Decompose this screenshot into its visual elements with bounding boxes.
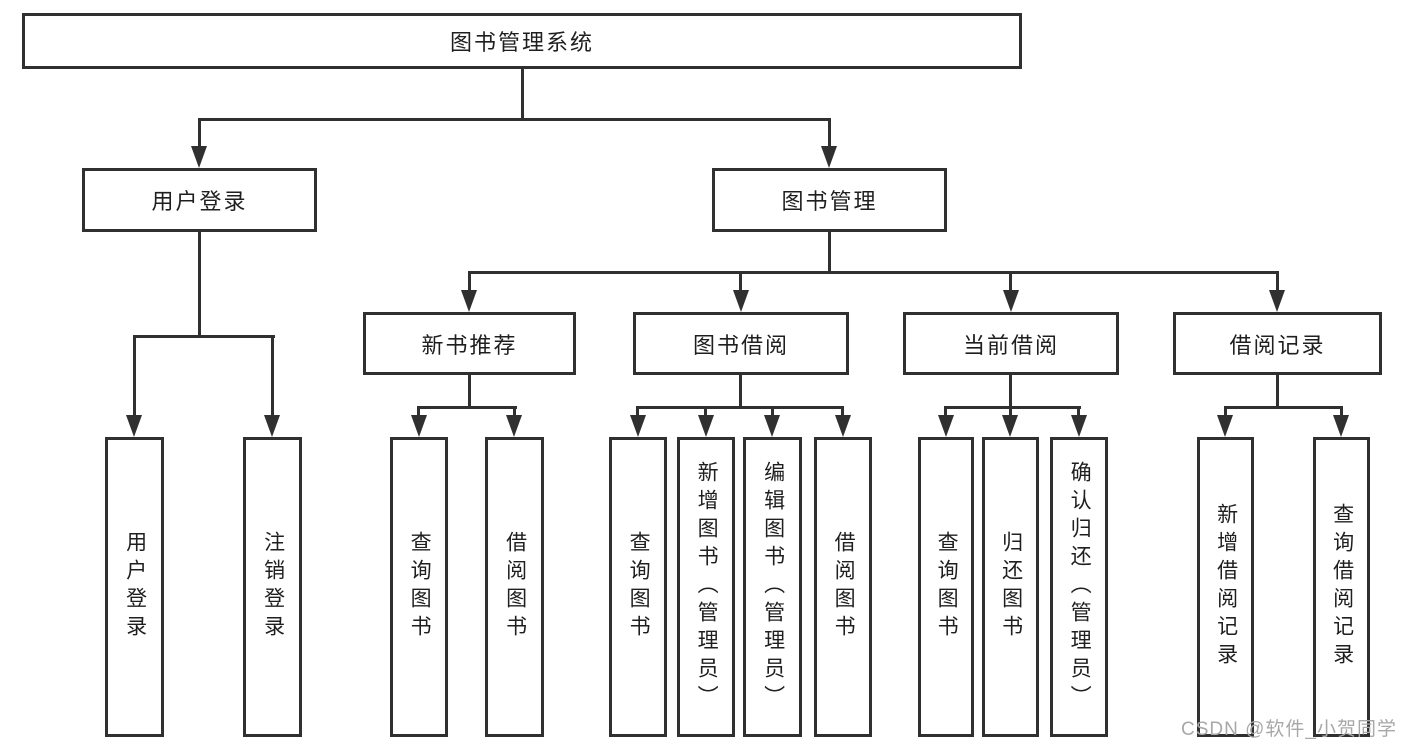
connector-sec0-horizontal: [417, 406, 517, 409]
connector-sec2-stem-2: [1009, 406, 1012, 420]
leaf-user-login: 用户登录: [105, 437, 164, 737]
connector-sec0-stem-1: [417, 406, 420, 420]
arrow-down-icon: [1269, 290, 1285, 312]
leaf-recommend-query-book-label: 查询图书: [408, 531, 432, 643]
connector-user-horizontal: [133, 335, 275, 338]
leaf-borrow-query-book-label: 查询图书: [627, 531, 651, 643]
arrow-down-icon: [1217, 415, 1233, 437]
leaf-logout-label: 注销登录: [261, 531, 285, 643]
connector-root-horizontal: [198, 118, 831, 121]
leaf-confirm-return-admin-label: 确认归还（管理员）: [1068, 461, 1092, 713]
arrow-down-icon: [126, 415, 142, 437]
node-root: 图书管理系统: [22, 13, 1022, 69]
leaf-query-borrow-record-label: 查询借阅记录: [1330, 503, 1354, 671]
node-new-book-recommend: 新书推荐: [363, 312, 576, 375]
node-book-management: 图书管理: [712, 168, 947, 232]
leaf-add-book-admin: 新增图书（管理员）: [677, 437, 735, 737]
connector-root-vertical: [521, 69, 524, 120]
connector-root-stem-right: [828, 118, 831, 148]
leaf-borrow-query-book: 查询图书: [609, 437, 667, 737]
arrow-down-icon: [506, 415, 522, 437]
connector-user-stem-2: [271, 335, 274, 420]
node-current-borrow: 当前借阅: [903, 312, 1119, 375]
arrow-down-icon: [630, 415, 646, 437]
leaf-add-book-admin-label: 新增图书（管理员）: [695, 461, 719, 713]
connector-sec3-stem-2: [1340, 406, 1343, 420]
connector-sec2-vertical: [1009, 375, 1012, 408]
leaf-edit-book-admin: 编辑图书（管理员）: [743, 437, 802, 737]
node-user-login-label: 用户登录: [151, 189, 248, 214]
arrow-down-icon: [264, 415, 280, 437]
connector-sec0-stem-2: [513, 406, 516, 420]
leaf-borrow-book-label: 借阅图书: [832, 531, 856, 643]
connector-root-stem-left: [198, 118, 201, 148]
connector-sec1-horizontal: [636, 406, 844, 409]
arrow-down-icon: [835, 415, 851, 437]
csdn-watermark: CSDN @软件_小贺同学: [1181, 719, 1397, 740]
leaf-current-query-book-label: 查询图书: [935, 531, 959, 643]
leaf-query-borrow-record: 查询借阅记录: [1313, 437, 1370, 737]
arrow-down-icon: [938, 415, 954, 437]
leaf-add-borrow-record: 新增借阅记录: [1197, 437, 1254, 737]
connector-sec2-horizontal: [944, 406, 1081, 409]
connector-sec1-stem-2: [704, 406, 707, 420]
leaf-logout: 注销登录: [243, 437, 302, 737]
connector-book-stem-2: [739, 271, 742, 292]
connector-sec1-stem-3: [771, 406, 774, 420]
connector-sec3-vertical: [1276, 375, 1279, 408]
leaf-recommend-borrow-book: 借阅图书: [485, 437, 544, 737]
arrow-down-icon: [821, 146, 837, 168]
node-new-book-recommend-label: 新书推荐: [421, 332, 518, 358]
connector-sec1-stem-1: [636, 406, 639, 420]
arrow-down-icon: [1002, 415, 1018, 437]
connector-book-stem-1: [468, 271, 471, 292]
arrow-down-icon: [1333, 415, 1349, 437]
node-book-borrow: 图书借阅: [633, 312, 849, 375]
connector-sec2-stem-3: [1077, 406, 1080, 420]
leaf-borrow-book: 借阅图书: [814, 437, 872, 737]
arrow-down-icon: [1071, 415, 1087, 437]
arrow-down-icon: [733, 290, 749, 312]
connector-book-vertical: [828, 232, 831, 273]
node-borrow-record-label: 借阅记录: [1229, 332, 1326, 358]
leaf-recommend-borrow-book-label: 借阅图书: [503, 531, 527, 643]
leaf-add-borrow-record-label: 新增借阅记录: [1214, 503, 1238, 671]
leaf-confirm-return-admin: 确认归还（管理员）: [1050, 437, 1108, 737]
node-borrow-record: 借阅记录: [1173, 312, 1382, 375]
node-book-management-label: 图书管理: [781, 189, 878, 214]
connector-sec0-vertical: [468, 375, 471, 408]
leaf-edit-book-admin-label: 编辑图书（管理员）: [761, 461, 785, 713]
connector-book-horizontal: [468, 271, 1279, 274]
leaf-return-book: 归还图书: [982, 437, 1039, 737]
connector-sec3-stem-1: [1224, 406, 1227, 420]
connector-book-stem-3: [1009, 271, 1012, 292]
connector-user-stem-1: [133, 335, 136, 420]
leaf-user-login-label: 用户登录: [123, 531, 147, 643]
arrow-down-icon: [764, 415, 780, 437]
connector-sec2-stem-1: [944, 406, 947, 420]
arrow-down-icon: [191, 146, 207, 168]
node-current-borrow-label: 当前借阅: [962, 332, 1059, 358]
connector-sec1-vertical: [739, 375, 742, 408]
leaf-current-query-book: 查询图书: [918, 437, 974, 737]
leaf-return-book-label: 归还图书: [999, 531, 1023, 643]
node-book-borrow-label: 图书借阅: [692, 332, 789, 358]
node-root-label: 图书管理系统: [449, 30, 594, 55]
connector-book-stem-4: [1276, 271, 1279, 292]
connector-sec1-stem-4: [841, 406, 844, 420]
leaf-recommend-query-book: 查询图书: [390, 437, 448, 737]
connector-sec3-horizontal: [1224, 406, 1343, 409]
arrow-down-icon: [1003, 290, 1019, 312]
arrow-down-icon: [411, 415, 427, 437]
arrow-down-icon: [698, 415, 714, 437]
connector-user-vertical: [198, 232, 201, 337]
node-user-login: 用户登录: [82, 168, 317, 232]
arrow-down-icon: [461, 290, 477, 312]
